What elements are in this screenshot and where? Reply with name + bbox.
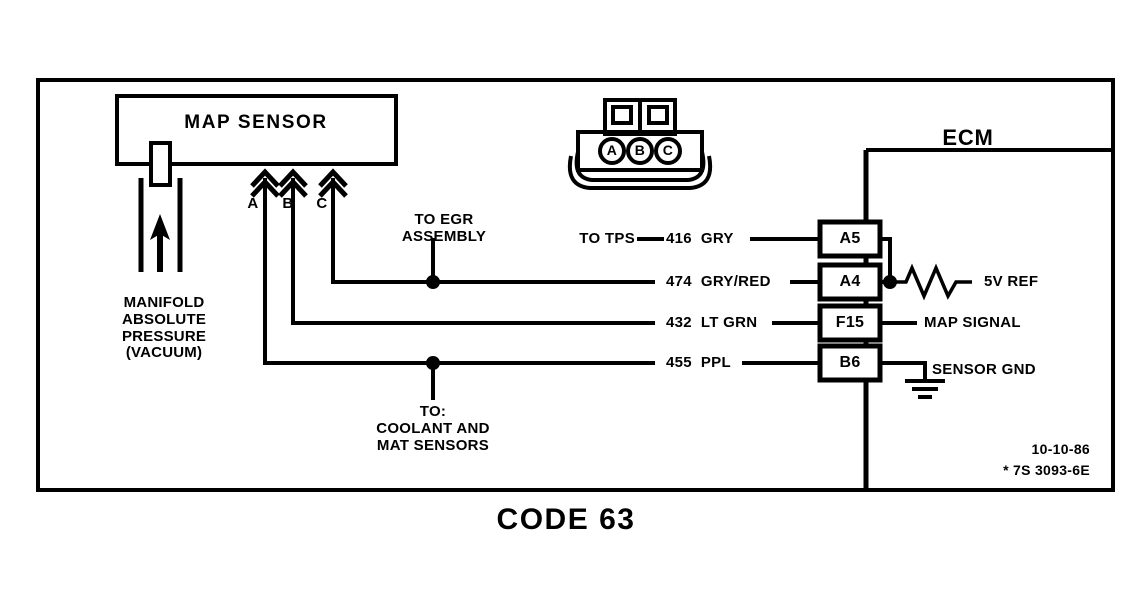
wire-label-474: 474 GRY/RED [666,273,771,290]
ecm-terminal-box-A5 [817,219,883,259]
sensor-pin-B-label: B [282,195,294,212]
ecm-terminal-label-A4: A4 [839,273,861,290]
ecm-terminal-label-A5: A5 [839,230,861,247]
sensor-gnd-label: SENSOR GND [932,361,1036,378]
wire-label-416: 416 GRY [666,230,734,247]
five-volt-ref-label: 5V REF [984,273,1039,290]
connector-pin-B-label: B [634,142,646,158]
wire-label-455: 455 PPL [666,354,731,371]
to-egr-assembly-label: TO EGR ASSEMBLY [401,211,487,245]
to-tps-label: TO TPS [579,230,635,247]
sensor-pin-A-label: A [247,195,259,212]
to-coolant-mat-sensors-label: TO: COOLANT AND MAT SENSORS [376,403,490,454]
connector-pin-A-label: A [606,142,618,158]
vacuum-port-nipple [149,141,172,187]
wire-run-pin-B [291,178,655,325]
map-sensor-box [115,94,398,166]
pullup-resistor-icon [890,263,972,301]
ecm-terminal-label-F15: F15 [835,314,865,331]
diagram-border [36,78,1115,492]
vacuum-flow-arrow-icon [150,214,170,272]
ecm-internal-sensor-gnd-lead [880,361,927,381]
ecm-label: ECM [942,125,994,150]
wire-run-pin-A [263,178,655,365]
diagram-title: CODE 63 [496,503,636,536]
part-code-label: * 7S 3093-6E [1003,462,1090,478]
egr-splice-dot [426,275,440,289]
ecm-internal-a5-jumper [880,237,892,282]
ecm-terminal-box-F15 [817,303,883,343]
map-sensor-label: MAP SENSOR [184,112,328,133]
wire-label-432: 432 LT GRN [666,314,758,331]
coolant-splice-dot [426,356,440,370]
connector-symbol-icon [567,98,713,190]
ecm-terminal-label-B6: B6 [839,354,861,371]
wire-run-pin-C [331,178,655,284]
chassis-ground-icon [905,379,945,399]
date-code-label: 10-10-86 [1031,441,1090,457]
sensor-pin-C-label: C [316,195,328,212]
map-signal-label: MAP SIGNAL [924,314,1021,331]
manifold-vacuum-label: MANIFOLD ABSOLUTE PRESSURE (VACUUM) [121,294,207,362]
connector-pin-C-label: C [662,142,674,158]
